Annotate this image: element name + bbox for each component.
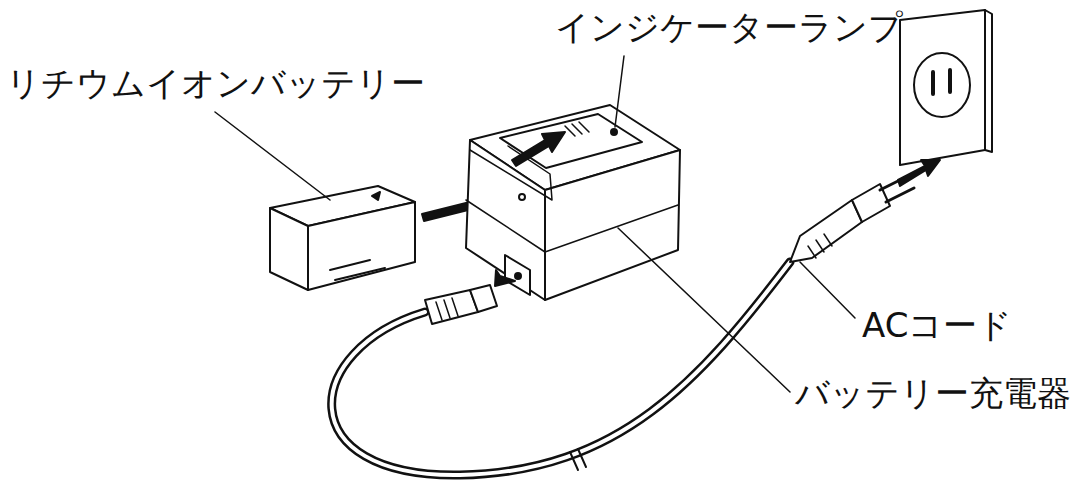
connect-arrow — [495, 270, 515, 286]
battery-end — [270, 208, 308, 290]
part-label: バッテリー充電器 — [795, 374, 1071, 413]
part-label: リチウムイオンバッテリー — [6, 64, 425, 103]
leader-line — [618, 228, 790, 392]
cord-connector — [425, 290, 478, 324]
ac-inlet — [505, 255, 530, 295]
release-dot — [519, 194, 525, 200]
part-label: ACコード — [862, 306, 1012, 345]
leader-line — [215, 112, 330, 200]
plug-arrow — [898, 160, 940, 186]
charger-seam — [466, 200, 678, 252]
charger-contacts — [565, 122, 589, 136]
battery-ridge — [330, 260, 385, 280]
charger-left — [466, 140, 545, 300]
charger-right — [545, 150, 680, 300]
battery-mark — [372, 192, 380, 200]
battery-front — [308, 202, 415, 290]
cable-break — [570, 449, 586, 470]
slot-arrow — [512, 132, 565, 166]
outlet-socket — [914, 53, 970, 117]
part-label: インジケーターランプ — [555, 8, 903, 47]
outlet-slots — [933, 70, 950, 94]
wall-plug — [790, 200, 862, 262]
indicator-lamp — [611, 129, 617, 135]
leader-line — [800, 262, 855, 318]
wall-plate — [900, 10, 985, 165]
charger-slot — [500, 114, 642, 168]
leader-line — [615, 56, 624, 127]
charger-rim — [470, 146, 552, 200]
